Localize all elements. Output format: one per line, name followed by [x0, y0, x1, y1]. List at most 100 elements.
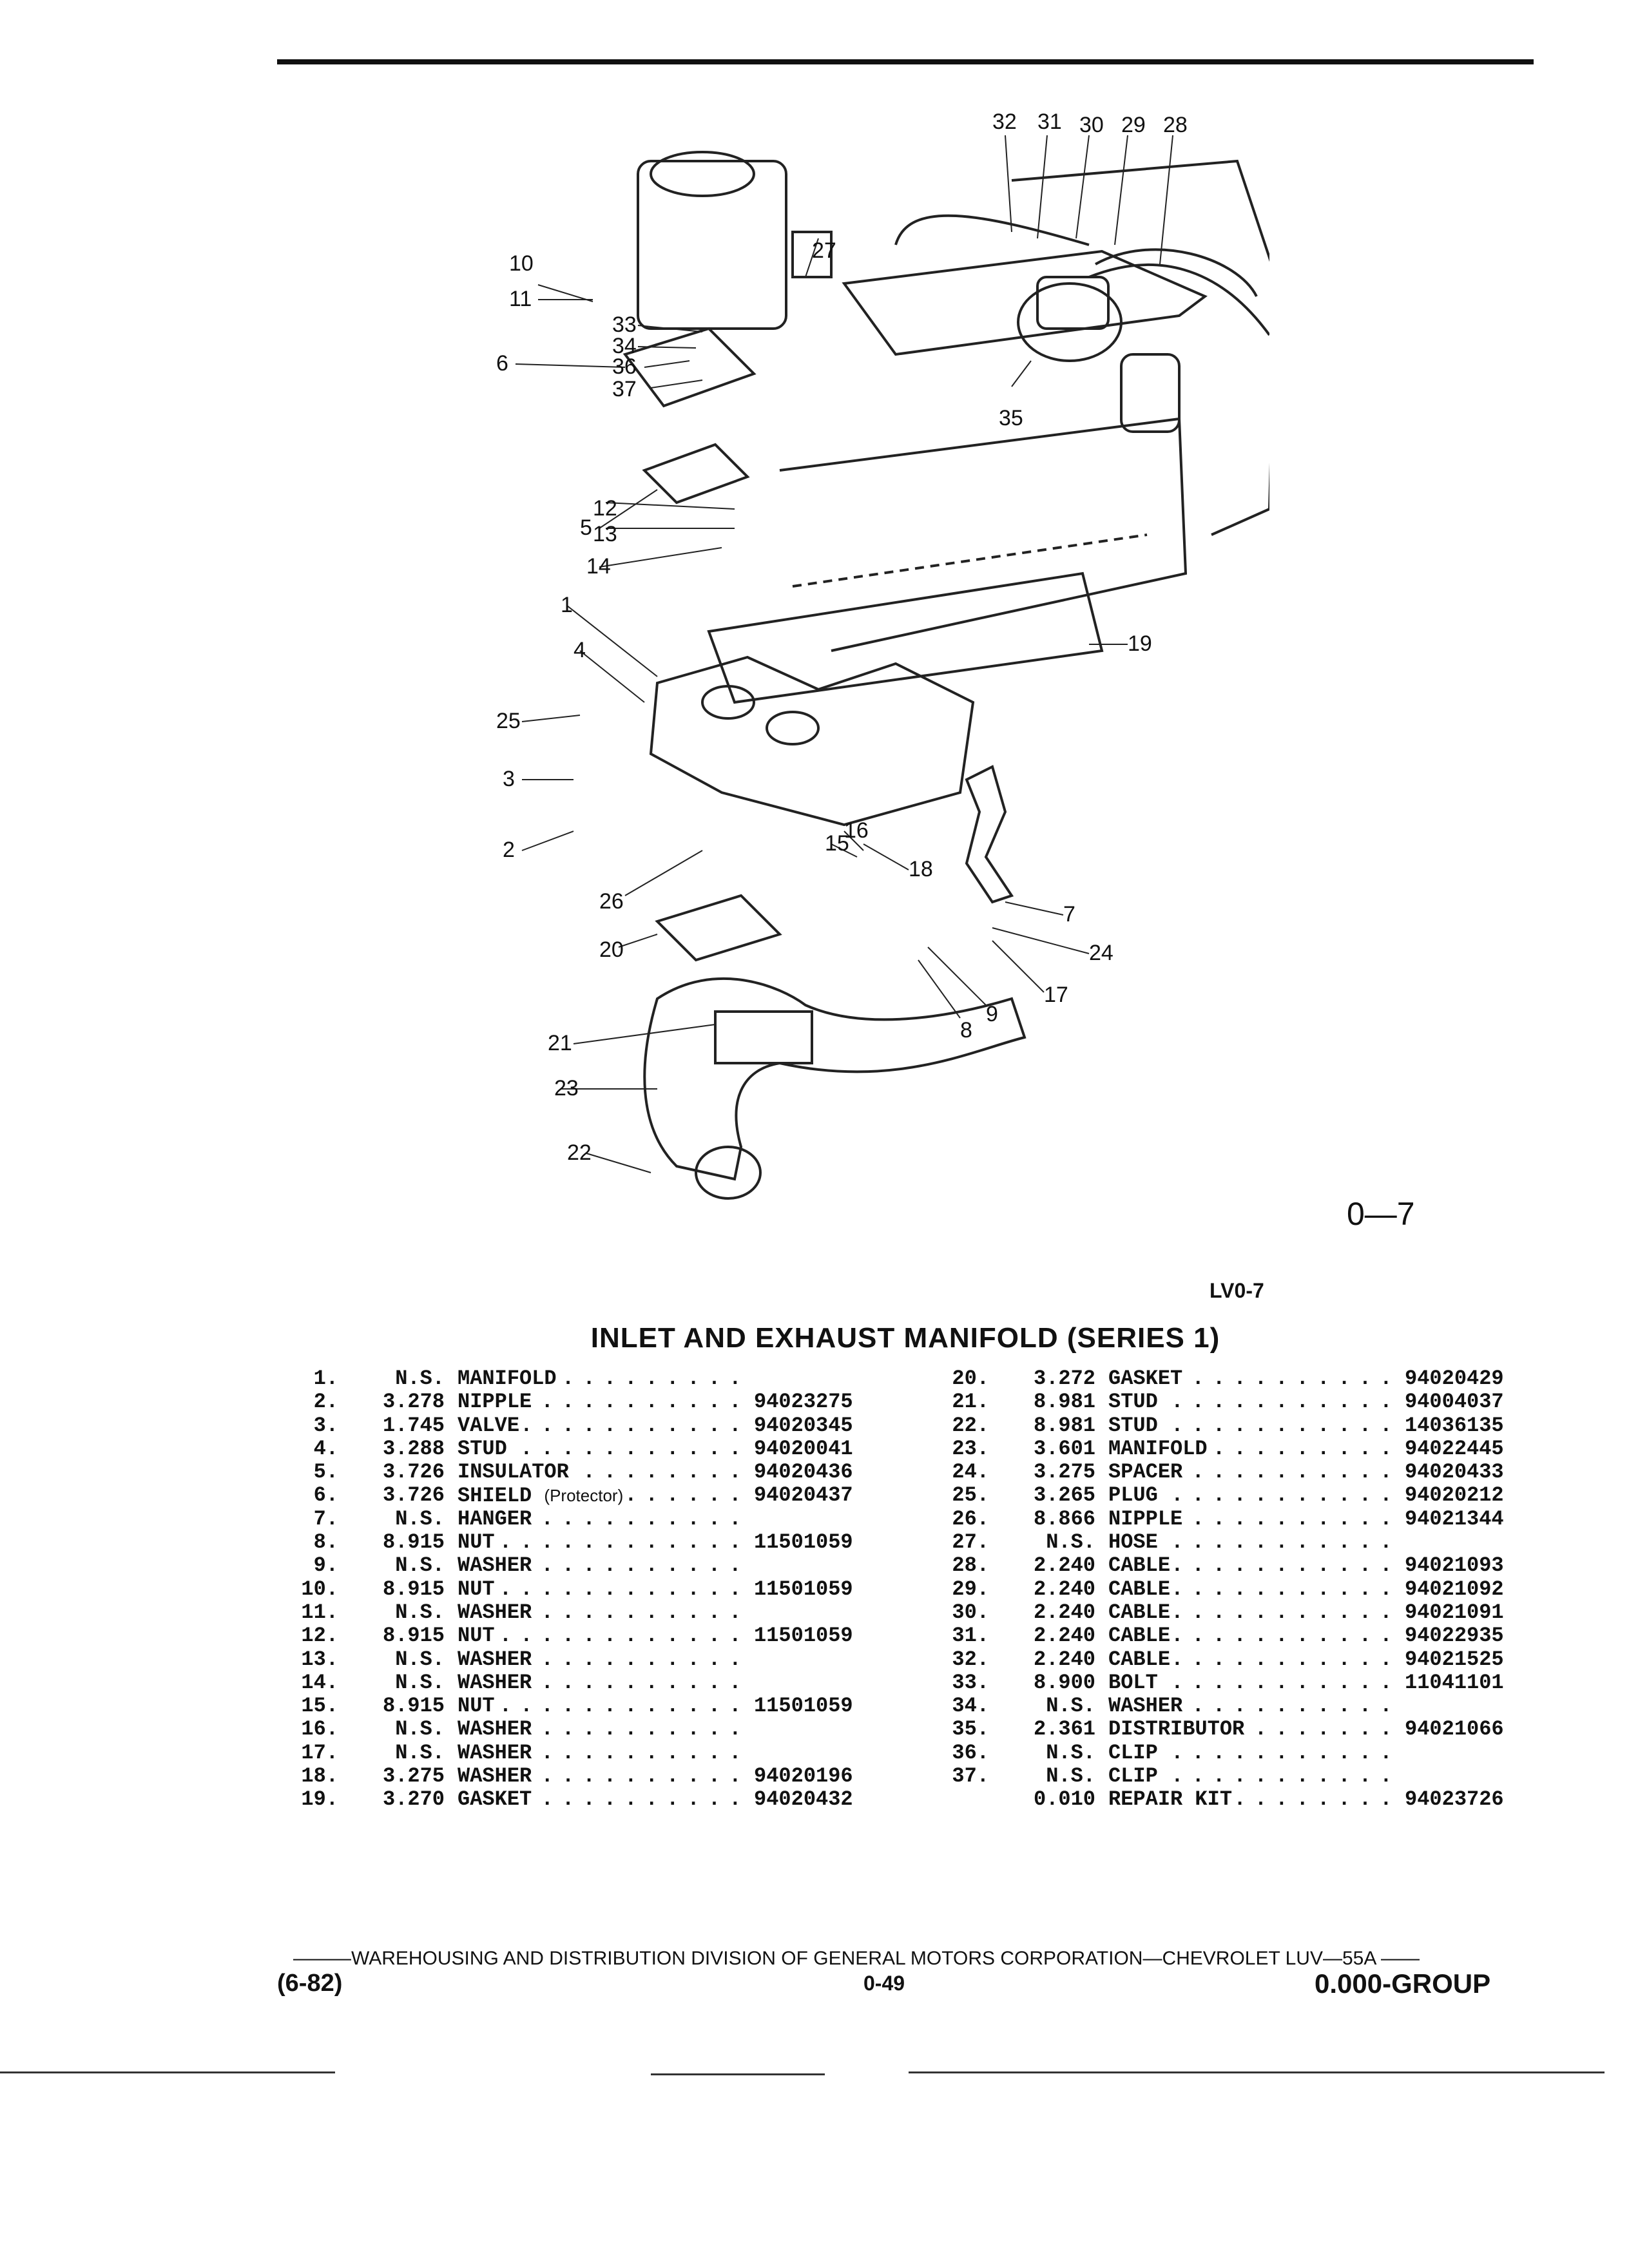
callout-14: 14 — [586, 554, 611, 579]
group-number: 3.265 — [1033, 1483, 1095, 1508]
parts-row: 35.2.361DISTRIBUTOR94021066 — [928, 1718, 1534, 1742]
description-text: SPACER — [1108, 1461, 1183, 1485]
description: VALVE — [458, 1414, 754, 1437]
group-number: 2.240 — [1033, 1577, 1095, 1601]
description: WASHER — [458, 1554, 754, 1578]
parts-row: 21.8.981STUD94004037 — [928, 1390, 1534, 1414]
description-text: NUT — [458, 1695, 495, 1718]
group-number: N.S. — [1046, 1764, 1095, 1789]
callout-18: 18 — [909, 857, 933, 881]
description: WASHER — [458, 1648, 754, 1671]
callout-30: 30 — [1079, 113, 1104, 137]
inlet-manifold-drawing — [649, 655, 975, 827]
description-text: BOLT — [1108, 1671, 1158, 1695]
description: CABLE — [1108, 1600, 1405, 1624]
description: GASKET — [1108, 1367, 1405, 1390]
item-number: 3. — [313, 1413, 338, 1437]
description: CABLE — [1108, 1577, 1405, 1601]
figure-number: 0—7 — [1347, 1196, 1415, 1232]
callout-leaders — [515, 135, 1173, 1173]
part-number — [1405, 1531, 1534, 1554]
part-number: 94021093 — [1405, 1553, 1504, 1578]
part-number: 94020196 — [754, 1764, 853, 1789]
callout-labels: 10 11 6 5 12 13 14 1 4 25 3 2 26 20 21 2… — [496, 110, 1188, 1165]
parts-row: 34.N.S.WASHER — [928, 1694, 1534, 1718]
item-number: 24. — [952, 1460, 989, 1485]
parts-list-left: 1.N.S.MANIFOLD2.3.278NIPPLE940232753.1.7… — [277, 1367, 883, 1812]
item-number: 33. — [952, 1670, 989, 1695]
description-text: PLUG — [1108, 1484, 1158, 1508]
part-number: 94020041 — [754, 1436, 853, 1461]
parts-row: 13.N.S.WASHER — [277, 1648, 883, 1671]
parts-row: 37.N.S.CLIP — [928, 1764, 1534, 1789]
description-text: GASKET — [458, 1788, 532, 1812]
oil-filter-drawing — [1120, 353, 1181, 433]
part-number: 11501059 — [754, 1530, 853, 1555]
group-number: 3.275 — [1033, 1460, 1095, 1485]
footer-publisher-line: ———WAREHOUSING AND DISTRIBUTION DIVISION… — [293, 1948, 1420, 1969]
parts-row: 5.3.726INSULATOR94020436 — [277, 1460, 883, 1485]
item-number: 23. — [952, 1436, 989, 1461]
description: REPAIR KIT — [1108, 1788, 1405, 1812]
item-number: 14. — [301, 1670, 338, 1695]
callout-21: 21 — [548, 1031, 572, 1055]
parts-row: 4.3.288STUD94020041 — [277, 1437, 883, 1461]
parts-row: 9.N.S.WASHER — [277, 1553, 883, 1578]
item-number: 36. — [952, 1740, 989, 1765]
callout-22: 22 — [567, 1140, 592, 1165]
description-text: WASHER — [458, 1741, 532, 1765]
footer-group: 0.000-GROUP — [1315, 1968, 1491, 1999]
group-number: 0.010 — [1033, 1787, 1095, 1812]
parts-row: 14.N.S.WASHER — [277, 1671, 883, 1695]
description-text: VALVE — [458, 1414, 520, 1437]
callout-34: 34 — [612, 334, 637, 358]
description: CLIP — [1108, 1765, 1405, 1788]
item-number: 9. — [313, 1553, 338, 1578]
description: NUT — [458, 1695, 754, 1718]
part-number: 11041101 — [1405, 1670, 1504, 1695]
part-number: 94020436 — [754, 1460, 853, 1485]
group-number: 3.272 — [1033, 1367, 1095, 1390]
parts-row: 30.2.240CABLE94021091 — [928, 1600, 1534, 1624]
description-text: MANIFOLD — [1108, 1437, 1208, 1461]
parts-row: 10.8.915NUT11501059 — [277, 1577, 883, 1601]
part-number — [1405, 1765, 1534, 1788]
part-number: 94021091 — [1405, 1600, 1504, 1624]
part-number: 94022445 — [1405, 1436, 1504, 1461]
item-number — [928, 1788, 989, 1811]
part-number — [754, 1508, 883, 1531]
group-number: N.S. — [395, 1506, 445, 1531]
description: INSULATOR — [458, 1461, 754, 1484]
part-number — [1405, 1742, 1534, 1765]
part-number: 11501059 — [754, 1577, 853, 1601]
parts-row: 20.3.272GASKET94020429 — [928, 1367, 1534, 1390]
parts-row: 7.N.S.HANGER — [277, 1506, 883, 1531]
item-number: 8. — [313, 1530, 338, 1555]
description-text: STUD — [458, 1437, 507, 1461]
group-number: N.S. — [395, 1647, 445, 1671]
group-number: 3.601 — [1033, 1436, 1095, 1461]
parts-row: 19.3.270GASKET94020432 — [277, 1788, 883, 1812]
exhaust-gasket-drawing — [655, 894, 782, 962]
item-number: 26. — [952, 1506, 989, 1531]
part-number: 11501059 — [754, 1624, 853, 1648]
description: CLIP — [1108, 1741, 1405, 1765]
description-text: REPAIR KIT — [1108, 1788, 1233, 1812]
description-text: WASHER — [458, 1600, 532, 1624]
group-number: N.S. — [1046, 1694, 1095, 1718]
parts-row: 23. 3.601 MANIFOLD 94022445 — [928, 1437, 1534, 1461]
callout-8: 8 — [960, 1018, 972, 1043]
item-number: 22. — [952, 1413, 989, 1437]
callout-23: 23 — [554, 1076, 579, 1100]
item-number: 29. — [952, 1577, 989, 1601]
parts-row: 1.N.S.MANIFOLD — [277, 1367, 883, 1390]
description-text: CABLE — [1108, 1648, 1171, 1671]
description-text: HOSE — [1108, 1531, 1158, 1555]
description: HANGER — [458, 1507, 754, 1531]
group-number: N.S. — [395, 1717, 445, 1742]
callout-5: 5 — [580, 515, 592, 540]
callout-29: 29 — [1121, 113, 1146, 137]
parts-row: 36.N.S.CLIP — [928, 1740, 1534, 1765]
